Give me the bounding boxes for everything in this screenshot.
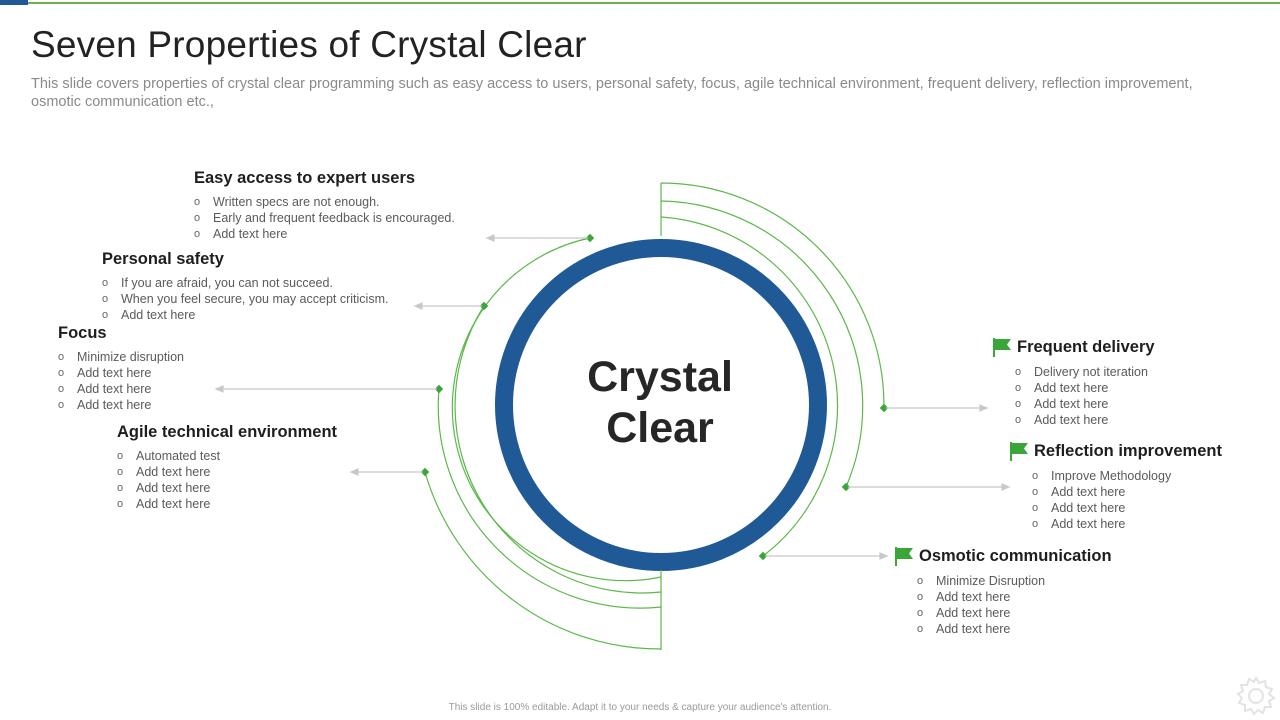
top-rule <box>0 2 1280 4</box>
center-ring <box>495 239 827 571</box>
arc-focus <box>437 388 662 609</box>
node-frequent-delivery <box>879 403 889 413</box>
property-heading-row: Reflection improvement <box>1008 440 1222 462</box>
flag-icon <box>1010 442 1028 461</box>
arrowhead-personal-safety <box>413 302 423 310</box>
node-osmotic-communication <box>758 551 768 561</box>
property-heading: Easy access to expert users <box>194 169 416 187</box>
arrowhead-osmotic-communication <box>879 552 889 560</box>
arc-reflection-improvement <box>660 200 864 488</box>
list-item: Delivery not iteration <box>1015 364 1155 380</box>
list-item: Add text here <box>117 480 337 496</box>
property-frequent-delivery: Frequent delivery Delivery not iteration… <box>991 336 1155 428</box>
list-item: Add text here <box>1015 396 1155 412</box>
flag-icon <box>895 547 913 566</box>
page-title: Seven Properties of Crystal Clear <box>31 24 587 65</box>
property-list: Delivery not iteration Add text here Add… <box>991 364 1155 428</box>
list-item: If you are afraid, you can not succeed. <box>102 275 388 291</box>
gear-icon <box>1236 675 1276 716</box>
list-item: Minimize disruption <box>58 349 184 365</box>
property-heading-row: Osmotic communication <box>893 545 1112 567</box>
list-item: Add text here <box>1032 484 1222 500</box>
property-list: Minimize disruption Add text here Add te… <box>58 349 184 413</box>
list-item: Add text here <box>917 589 1112 605</box>
list-item: Minimize Disruption <box>917 573 1112 589</box>
property-list: Written specs are not enough. Early and … <box>194 194 455 242</box>
property-heading: Focus <box>58 324 107 342</box>
center-label-line2: Clear <box>606 404 714 452</box>
property-heading: Frequent delivery <box>1017 337 1155 356</box>
node-reflection-improvement <box>841 482 851 492</box>
property-list: Automated test Add text here Add text he… <box>117 448 337 512</box>
list-item: Add text here <box>917 621 1112 637</box>
property-osmotic-communication: Osmotic communication Minimize Disruptio… <box>893 545 1112 637</box>
property-personal-safety: Personal safety If you are afraid, you c… <box>102 250 388 323</box>
arrowhead-focus <box>214 385 224 393</box>
property-heading: Reflection improvement <box>1034 441 1222 460</box>
page-subtitle: This slide covers properties of crystal … <box>31 76 1193 110</box>
property-focus: Focus Minimize disruption Add text here … <box>58 324 184 413</box>
node-personal-safety <box>479 301 489 311</box>
footer-note: This slide is 100% editable. Adapt it to… <box>448 702 832 713</box>
property-heading: Agile technical environment <box>117 423 338 441</box>
list-item: Add text here <box>102 307 388 323</box>
list-item: Automated test <box>117 448 337 464</box>
list-item: When you feel secure, you may accept cri… <box>102 291 388 307</box>
arc-personal-safety <box>454 305 662 594</box>
arc-agile-environment <box>424 471 662 650</box>
property-list: Minimize Disruption Add text here Add te… <box>893 573 1112 637</box>
arrowhead-easy-access <box>485 234 495 242</box>
node-focus <box>434 384 444 394</box>
property-heading-row: Frequent delivery <box>991 336 1155 358</box>
property-list: If you are afraid, you can not succeed. … <box>102 275 388 323</box>
list-item: Add text here <box>1032 500 1222 516</box>
list-item: Add text here <box>1032 516 1222 532</box>
arrowhead-agile-environment <box>349 468 359 476</box>
list-item: Add text here <box>1015 412 1155 428</box>
arrowhead-reflection-improvement <box>1001 483 1011 491</box>
list-item: Add text here <box>58 397 184 413</box>
node-agile-environment <box>420 467 430 477</box>
list-item: Add text here <box>58 365 184 381</box>
list-item: Improve Methodology <box>1032 468 1222 484</box>
list-item: Early and frequent feedback is encourage… <box>194 210 455 226</box>
list-item: Add text here <box>58 381 184 397</box>
flag-icon <box>993 338 1011 357</box>
property-list: Improve Methodology Add text here Add te… <box>1008 468 1222 532</box>
list-item: Add text here <box>117 464 337 480</box>
property-heading: Osmotic communication <box>919 546 1112 565</box>
list-item: Written specs are not enough. <box>194 194 455 210</box>
property-easy-access: Easy access to expert users Written spec… <box>194 169 455 242</box>
property-heading: Personal safety <box>102 250 224 268</box>
arrowhead-frequent-delivery <box>979 404 989 412</box>
arc-osmotic-communication <box>660 216 839 557</box>
property-reflection-improvement: Reflection improvement Improve Methodolo… <box>1008 440 1222 532</box>
arc-frequent-delivery <box>660 182 885 407</box>
top-accent-bar <box>0 0 28 5</box>
center-label-line1: Crystal <box>587 353 733 401</box>
property-agile-environment: Agile technical environment Automated te… <box>117 423 337 512</box>
list-item: Add text here <box>1015 380 1155 396</box>
list-item: Add text here <box>117 496 337 512</box>
list-item: Add text here <box>917 605 1112 621</box>
arc-easy-access <box>451 237 662 582</box>
list-item: Add text here <box>194 226 455 242</box>
center-label: Crystal Clear <box>540 352 780 454</box>
